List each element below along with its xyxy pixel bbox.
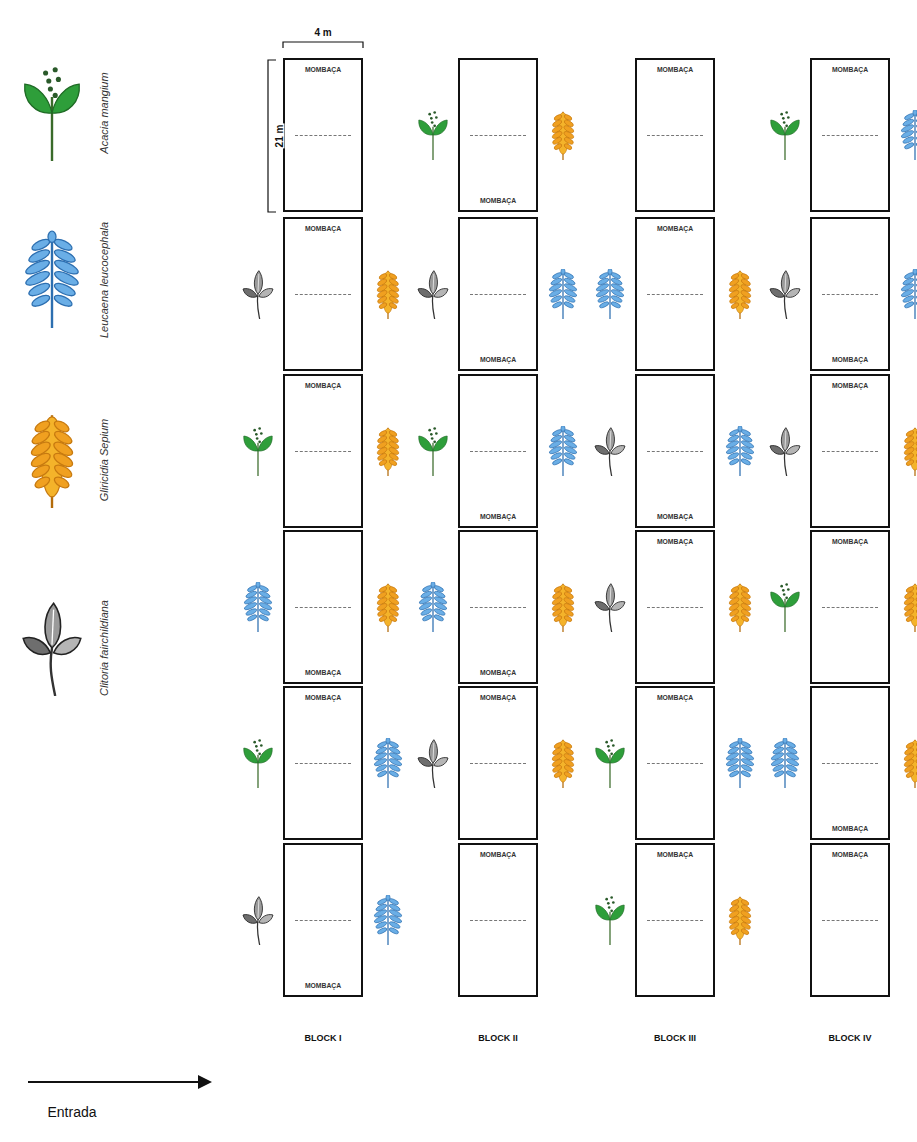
plot-box: MOMBAÇA (810, 374, 890, 528)
plot-midline (470, 294, 526, 295)
grass-label: MOMBAÇA (637, 538, 713, 545)
plot-box: MOMBAÇA (458, 686, 538, 840)
legend-label: Leucaena leucocephala (98, 222, 110, 338)
plot-midline (470, 451, 526, 452)
grass-label: MOMBAÇA (812, 851, 888, 858)
plot-box: MOMBAÇA (458, 530, 538, 684)
grass-label: MOMBAÇA (460, 513, 536, 520)
grass-label: MOMBAÇA (637, 66, 713, 73)
plot-box: MOMBAÇA (458, 374, 538, 528)
entrance-label: Entrada (47, 1104, 96, 1120)
plot-box: MOMBAÇA (635, 843, 715, 997)
plot-midline (647, 135, 703, 136)
plot-box: MOMBAÇA (635, 217, 715, 371)
legend-label: Clitoria fairchildiana (98, 600, 110, 696)
plot-box: MOMBAÇA (283, 530, 363, 684)
block-label: BLOCK IV (828, 1033, 871, 1043)
grass-label: MOMBAÇA (637, 225, 713, 232)
plot-midline (295, 135, 351, 136)
plot-midline (822, 763, 878, 764)
plot-midline (470, 607, 526, 608)
plot-midline (647, 920, 703, 921)
plot-box: MOMBAÇA (458, 58, 538, 212)
plot-midline (822, 920, 878, 921)
plot-midline (470, 763, 526, 764)
plot-box: MOMBAÇA (458, 217, 538, 371)
plot-box: MOMBAÇA (810, 217, 890, 371)
grass-label: MOMBAÇA (460, 851, 536, 858)
grass-label: MOMBAÇA (285, 225, 361, 232)
plot-midline (647, 607, 703, 608)
plot-midline (822, 607, 878, 608)
block-label: BLOCK I (305, 1033, 342, 1043)
grass-label: MOMBAÇA (460, 694, 536, 701)
grass-label: MOMBAÇA (812, 538, 888, 545)
grass-label: MOMBAÇA (285, 669, 361, 676)
plot-midline (295, 294, 351, 295)
grass-label: MOMBAÇA (460, 669, 536, 676)
grass-label: MOMBAÇA (637, 513, 713, 520)
grass-label: MOMBAÇA (285, 66, 361, 73)
plot-midline (647, 294, 703, 295)
plot-box: MOMBAÇA (810, 58, 890, 212)
grass-label: MOMBAÇA (285, 694, 361, 701)
block-label: BLOCK III (654, 1033, 696, 1043)
acacia-icon (25, 67, 80, 161)
grass-label: MOMBAÇA (812, 356, 888, 363)
dimension-label: 4 m (314, 27, 331, 38)
plot-box: MOMBAÇA (283, 374, 363, 528)
plot-box: MOMBAÇA (810, 843, 890, 997)
clitoria-icon (23, 603, 81, 696)
plot-midline (295, 451, 351, 452)
grass-label: MOMBAÇA (812, 382, 888, 389)
legend-label: Acacia mangium (98, 72, 110, 153)
plot-box: MOMBAÇA (283, 686, 363, 840)
plot-midline (295, 763, 351, 764)
grass-label: MOMBAÇA (460, 356, 536, 363)
plot-box: MOMBAÇA (635, 58, 715, 212)
block-label: BLOCK II (478, 1033, 518, 1043)
plot-box: MOMBAÇA (810, 530, 890, 684)
plot-box: MOMBAÇA (283, 217, 363, 371)
entrance-arrow (28, 1081, 205, 1083)
grass-label: MOMBAÇA (637, 851, 713, 858)
plot-midline (295, 920, 351, 921)
plot-box: MOMBAÇA (635, 374, 715, 528)
plot-midline (295, 607, 351, 608)
entrance-arrowhead (198, 1075, 212, 1089)
grass-label: MOMBAÇA (460, 197, 536, 204)
plot-midline (470, 135, 526, 136)
plot-box: MOMBAÇA (810, 686, 890, 840)
tree-icons (243, 110, 917, 945)
plot-box: MOMBAÇA (635, 686, 715, 840)
grass-label: MOMBAÇA (812, 66, 888, 73)
plot-midline (822, 451, 878, 452)
grass-label: MOMBAÇA (285, 382, 361, 389)
gliricidia-icon (29, 415, 74, 508)
plot-midline (822, 135, 878, 136)
plot-box: MOMBAÇA (283, 58, 363, 212)
legend-label: Gliricidia Sepium (98, 419, 110, 502)
width-bracket (283, 42, 363, 48)
grass-label: MOMBAÇA (285, 982, 361, 989)
plot-midline (647, 763, 703, 764)
dimension-label: 21 m (274, 124, 285, 149)
leucaena-icon (24, 231, 80, 328)
plot-box: MOMBAÇA (283, 843, 363, 997)
plot-midline (647, 451, 703, 452)
grass-label: MOMBAÇA (812, 825, 888, 832)
plot-box: MOMBAÇA (458, 843, 538, 997)
plot-midline (470, 920, 526, 921)
plot-midline (822, 294, 878, 295)
grass-label: MOMBAÇA (637, 694, 713, 701)
plot-box: MOMBAÇA (635, 530, 715, 684)
